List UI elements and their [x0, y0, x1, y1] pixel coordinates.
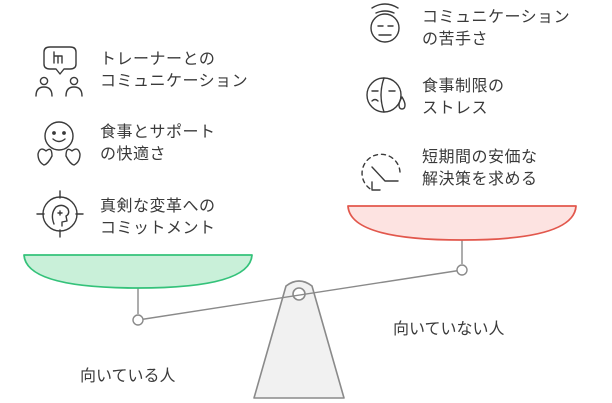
right-item-2-line1: 食事制限の	[422, 76, 505, 95]
commitment-target-icon	[36, 190, 84, 238]
left-item-1-line1: トレーナーとの	[100, 49, 216, 68]
left-item-2-line1: 食事とサポート	[100, 122, 216, 141]
balance-beam	[137, 269, 463, 321]
left-side-label: 向いている人	[80, 366, 176, 385]
trainer-communication-icon	[35, 46, 83, 97]
left-pan	[23, 254, 253, 289]
right-item-short-term-cheap: 短期間の安価な 解決策を求める	[422, 146, 538, 190]
short-term-cheap-icon	[361, 153, 401, 191]
right-item-3-line1: 短期間の安価な	[422, 147, 538, 166]
right-item-1-line2: の苦手さ	[422, 29, 489, 48]
right-item-3-line2: 解決策を求める	[422, 169, 538, 188]
left-item-2-line2: の快適さ	[100, 144, 167, 163]
meal-support-icon	[37, 121, 81, 166]
right-item-2-line2: ストレス	[422, 98, 489, 117]
right-pan-joint	[456, 264, 468, 276]
left-item-trainer-communication: トレーナーとの コミュニケーション	[100, 48, 248, 92]
right-item-communication-difficulty: コミュニケーション の苦手さ	[422, 6, 570, 50]
left-item-1-line2: コミュニケーション	[100, 71, 249, 90]
diet-stress-icon	[366, 77, 406, 113]
communication-difficulty-icon	[370, 3, 400, 43]
left-item-3-line1: 真剣な変革への	[100, 196, 216, 215]
left-pan-joint	[132, 314, 144, 326]
fulcrum	[253, 280, 345, 399]
right-pan	[347, 205, 577, 241]
right-side-label: 向いていない人	[393, 319, 505, 338]
left-item-meal-support: 食事とサポート の快適さ	[100, 121, 216, 165]
right-item-1-line1: コミュニケーション	[422, 7, 571, 26]
left-item-3-line2: コミットメント	[100, 218, 216, 237]
right-item-diet-stress: 食事制限の ストレス	[422, 75, 505, 119]
left-item-commitment: 真剣な変革への コミットメント	[100, 195, 216, 239]
